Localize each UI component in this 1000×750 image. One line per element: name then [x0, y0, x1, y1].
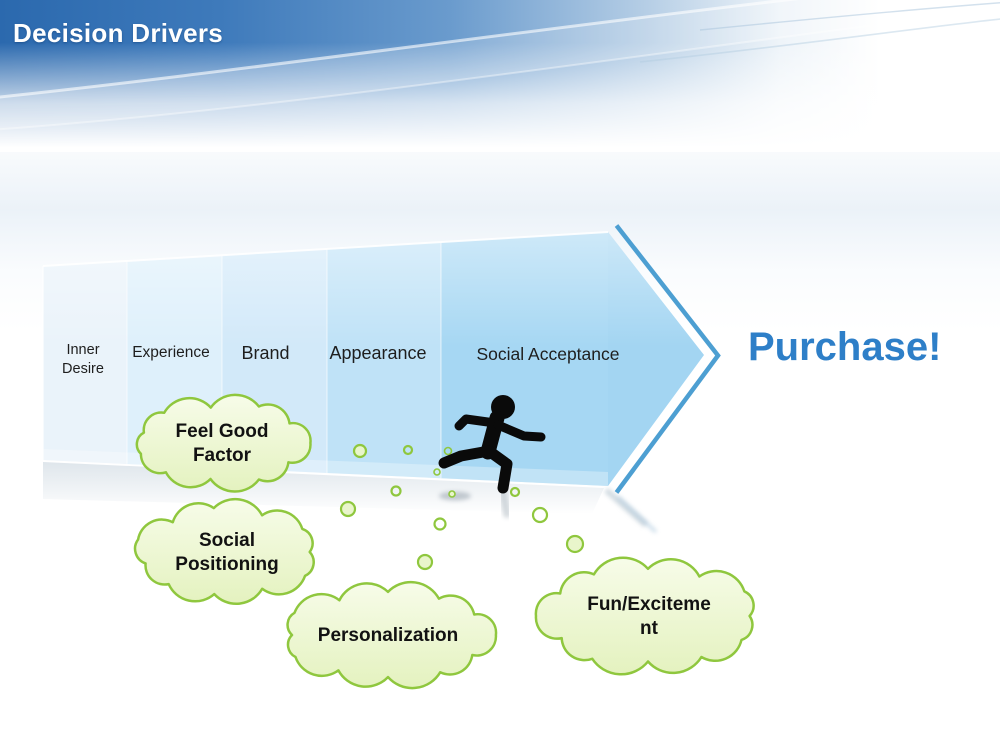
- arrow-outline-chevron: [614, 224, 721, 494]
- thought-bubble: [433, 517, 447, 531]
- swoosh-curve: [639, 18, 1000, 63]
- segment-dividers: [126, 242, 442, 479]
- arrow-edge-reflection: [604, 487, 648, 528]
- arrow-outline-reflection: [616, 495, 658, 534]
- cloud-personalization: [286, 580, 498, 690]
- thought-bubble: [352, 443, 368, 459]
- thought-bubble-trail: [339, 443, 585, 571]
- runner-front-leg: [483, 445, 513, 494]
- thought-clouds: [133, 393, 755, 690]
- cloud-social-positioning: [133, 497, 315, 605]
- swoosh-curve: [699, 2, 1000, 31]
- runner-front-arm: [493, 420, 546, 442]
- thought-bubble: [565, 534, 585, 554]
- thought-bubble: [448, 490, 456, 498]
- cloud-fun-excitement: [534, 556, 755, 676]
- runner-leg-reflection: [499, 488, 511, 518]
- thought-bubble: [390, 485, 402, 497]
- slide-title: Decision Drivers: [13, 18, 224, 48]
- runner-back-arm: [454, 414, 500, 431]
- thought-bubble: [531, 506, 549, 524]
- arrow-top-bevel: [42, 231, 609, 267]
- swoosh-fill: [0, 0, 1000, 130]
- swoosh-curve: [0, 0, 799, 99]
- thought-bubble: [509, 486, 521, 498]
- thought-bubble: [443, 446, 453, 456]
- thought-bubble: [416, 553, 434, 571]
- running-person-icon: [438, 395, 546, 494]
- thought-bubble: [339, 500, 357, 518]
- cloud-feel-good-factor: [135, 393, 312, 493]
- header-swoosh-decoration: [0, 0, 1000, 131]
- swoosh-curve: [0, 8, 1000, 131]
- thought-bubble: [402, 444, 414, 456]
- thought-bubble: [433, 468, 441, 476]
- header-banner: Decision Drivers: [0, 0, 1000, 152]
- runner-back-leg: [438, 445, 495, 469]
